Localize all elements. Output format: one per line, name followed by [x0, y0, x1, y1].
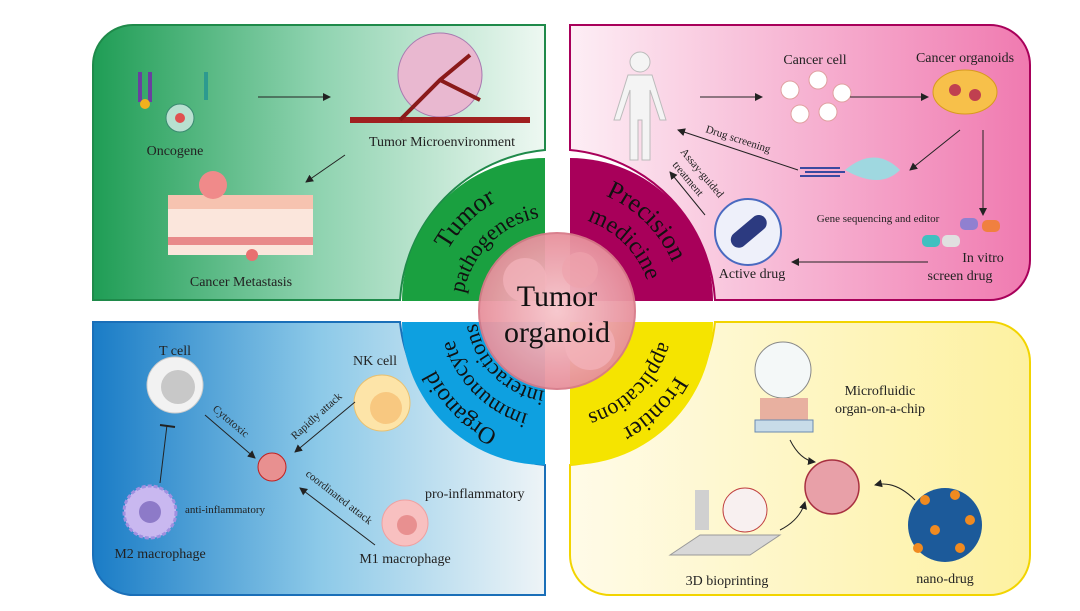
center-title-line1: Tumor: [517, 280, 598, 313]
arrow-chip-to-organoid: [789, 439, 816, 466]
3d-bioprinter-icon: [668, 487, 782, 556]
label-cancer-organoids: Cancer organoids: [916, 51, 1014, 66]
panel-precision: [569, 24, 1031, 301]
label-gene-sequencing: Gene sequencing and editor: [817, 213, 940, 225]
capsules-icon: [922, 218, 1000, 247]
arrow-rapidly-attack: [294, 401, 356, 453]
arrow-drug-screening: [677, 128, 799, 171]
arrow-tme-to-metastasis: [305, 154, 346, 183]
organ-on-chip-icon: [754, 341, 814, 433]
m2-macrophage-icon: [122, 484, 178, 540]
label-cancer-metastasis: Cancer Metastasis: [190, 275, 292, 290]
cancer-cell-icon: [780, 70, 852, 124]
inhibition-line-m2-to-t-cell: [159, 424, 168, 484]
oncogene-icon: [138, 72, 208, 133]
label-oncogene: Oncogene: [147, 144, 204, 159]
arrow-assay-guided: [669, 171, 706, 216]
label-3d-bioprinting: 3D bioprinting: [686, 574, 769, 589]
label-microfluidic-2: organ-on-a-chip: [835, 402, 925, 417]
arrow-cytotoxic: [204, 414, 256, 459]
inhibition-bar: [159, 424, 176, 428]
gene-editor-icon: [800, 157, 900, 180]
label-anti-inflammatory: anti-inflammatory: [185, 504, 266, 516]
arrow-nanodrug-to-organoid: [874, 479, 916, 501]
organoid-product-icon: [804, 459, 860, 515]
center-title-line2: organoid: [504, 316, 610, 349]
active-drug-capsule-icon: [714, 198, 782, 266]
metastasis-icon: [168, 171, 313, 261]
tumor-microenvironment-icon: [350, 32, 530, 123]
m1-macrophage-icon: [381, 499, 429, 547]
nano-drug-icon: [908, 488, 982, 562]
label-pro-inflammatory: pro-inflammatory: [425, 487, 525, 502]
label-in-vitro-2: screen drug: [928, 269, 993, 284]
arrow-to-gene-seq: [909, 129, 961, 171]
label-m1-macrophage: M1 macrophage: [359, 552, 450, 567]
label-in-vitro-1: In vitro: [962, 251, 1004, 266]
arrow-bioprinting-to-organoid: [779, 501, 807, 531]
label-m2-macrophage: M2 macrophage: [114, 547, 205, 562]
tumor-cell-icon: [257, 452, 287, 482]
label-nk-cell: NK cell: [353, 354, 397, 369]
label-t-cell: T cell: [159, 344, 191, 359]
tumor-organoid-blob: [478, 232, 636, 390]
label-nano-drug: nano-drug: [916, 572, 974, 587]
label-microfluidic-1: Microfluidic: [845, 384, 916, 399]
t-cell-icon: [146, 356, 204, 414]
label-active-drug: Active drug: [719, 267, 785, 282]
arrow-coordinated-attack: [299, 487, 376, 546]
human-body-icon: [613, 51, 667, 161]
nk-cell-icon: [353, 374, 411, 432]
label-tumor-microenvironment: Tumor Microenvironment: [369, 135, 515, 150]
organoid-dish-icon: [932, 69, 998, 115]
label-cancer-cell: Cancer cell: [783, 53, 846, 68]
